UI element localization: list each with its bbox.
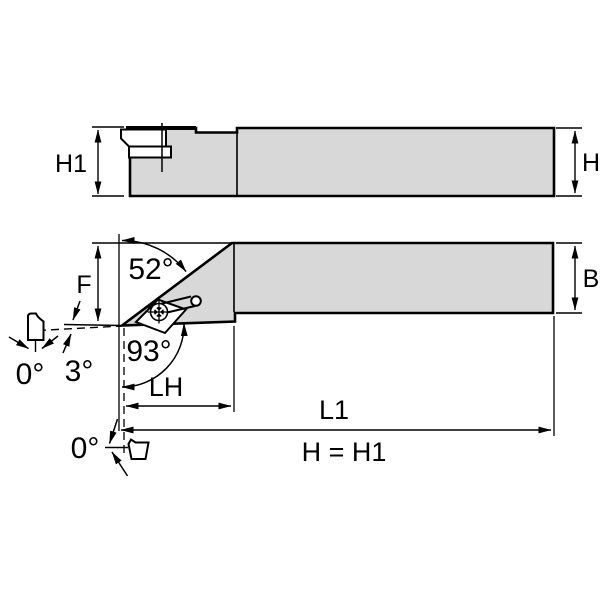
angle-3-arrow-lower [62,333,72,354]
dim-lh-label: LH [149,372,184,402]
angle-0-side: 0° [8,312,59,391]
workpiece-flag-icon [27,312,45,341]
dim-h1: H1 [55,126,124,197]
angle-0-back-label: 0° [71,432,100,465]
angle-0-back-arrow-lower [111,451,129,477]
dim-l1: L1 [120,395,552,434]
angle-93-label: 93° [126,335,171,368]
side-view-holder-body [128,126,556,198]
dim-l1-label: L1 [319,395,349,425]
dim-h: H [556,127,600,197]
angle-0-back-arrow-upper [108,418,119,444]
dim-lh: LH [125,372,232,410]
back-angle-dashed-line [37,325,123,332]
dim-f: F [76,245,102,322]
screw-target-icon [147,300,171,324]
angle-93: 93° [121,323,188,391]
angle-0-side-arrow-right [41,335,59,350]
angle-0-side-label: 0° [16,358,45,391]
dim-f-label: F [76,271,91,299]
angle-52-arc [121,237,187,272]
angle-3-arrow-upper [72,300,81,321]
top-view-holder-body [117,241,555,327]
dim-h-label: H [582,149,600,177]
angle-93-arc [121,323,188,391]
angle-3-label: 3° [65,355,94,388]
angle-0-back: 0° [71,418,150,477]
angle-52: 52° [121,237,187,286]
clamp-pin-icon [190,295,202,307]
dim-b: B [556,242,600,314]
top-view: F 52° 93° 3° 0° LH [8,234,600,477]
height-equation-label: H = H1 [302,437,387,467]
dim-b-label: B [583,265,600,293]
side-view: H1 H [55,123,600,198]
shim-side-profile [128,145,172,159]
tip-level-extension-line [63,323,123,327]
insert-side-profile [120,128,167,148]
dim-h1-label: H1 [55,150,87,178]
insert-section-icon [127,438,150,460]
angle-0-side-arrow-left [8,336,29,350]
angle-3: 3° [62,300,94,388]
angle-52-label: 52° [128,253,173,286]
